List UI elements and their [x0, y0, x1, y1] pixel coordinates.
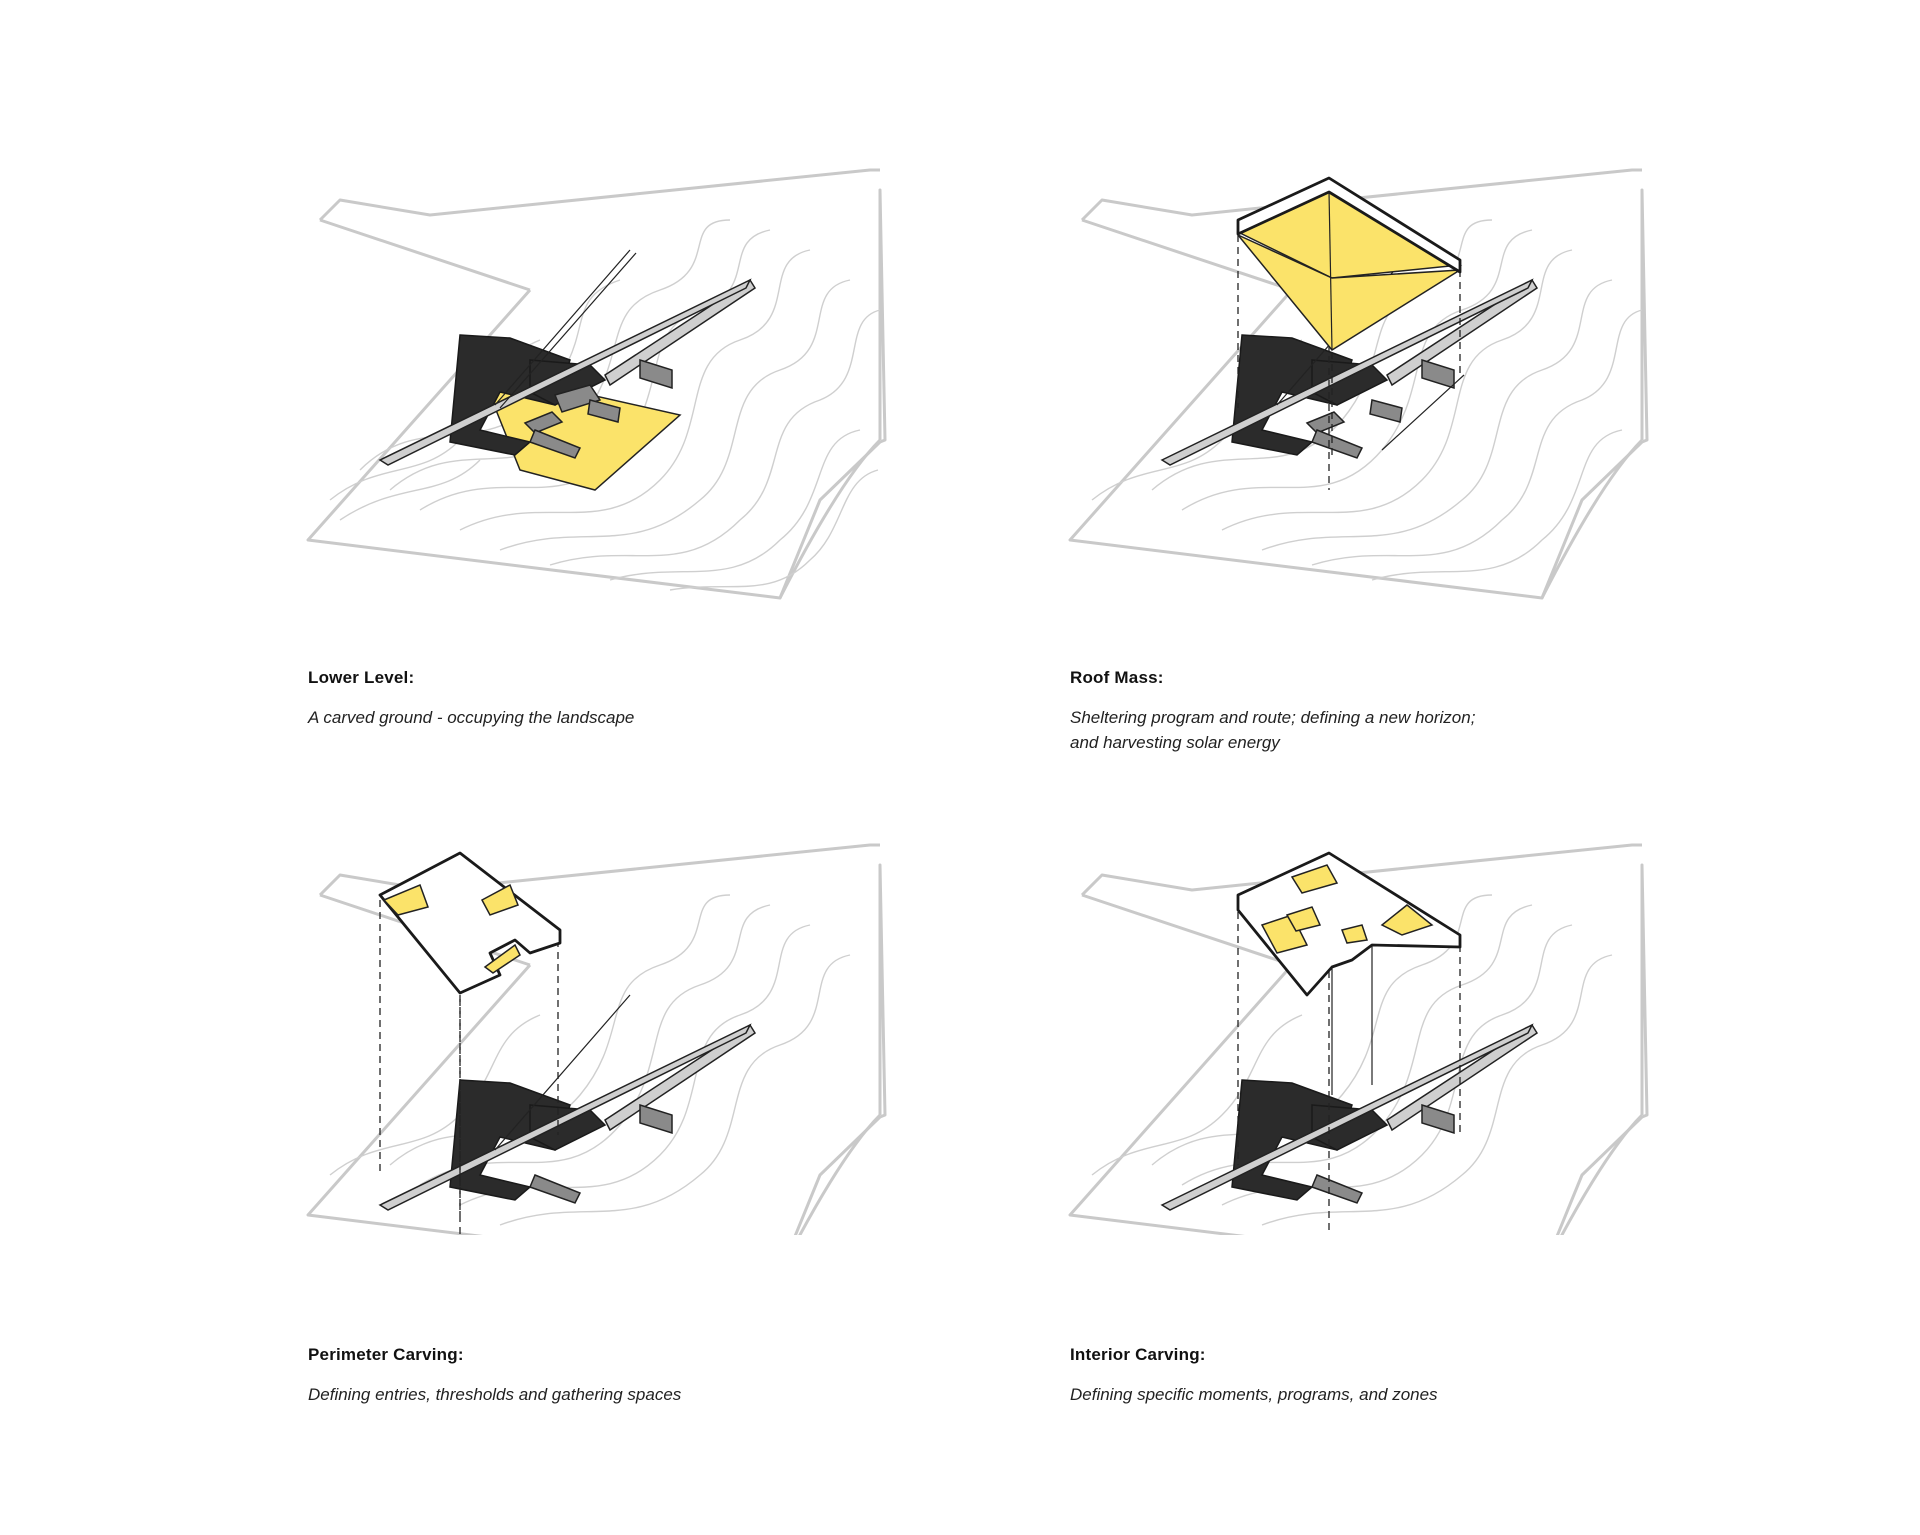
caption-interior-carving: Interior Carving: Defining specific mome…: [1070, 1345, 1590, 1407]
panel-description: Sheltering program and route; defining a…: [1070, 708, 1476, 752]
caption-lower-level: Lower Level: A carved ground - occupying…: [308, 668, 828, 730]
caption-perimeter-carving: Perimeter Carving: Defining entries, thr…: [308, 1345, 828, 1407]
lower-level-building: [1160, 249, 1539, 466]
perimeter-carving-diagram: [306, 843, 887, 1235]
caption-roof-mass: Roof Mass: Sheltering program and route;…: [1070, 668, 1590, 755]
panel-title: Perimeter Carving:: [308, 1345, 464, 1364]
panel-description: A carved ground - occupying the landscap…: [308, 708, 635, 727]
panel-interior-carving: Interior Carving: Defining specific mome…: [1062, 835, 1782, 1535]
roof-carved: [378, 851, 562, 995]
lower-level-building: [1160, 1023, 1539, 1211]
lower-level-diagram: [306, 168, 887, 600]
roof-mass-diagram: [1068, 168, 1649, 600]
panel-lower-level: Lower Level: A carved ground - occupying…: [300, 160, 1020, 860]
panel-title: Interior Carving:: [1070, 1345, 1206, 1364]
panel-title: Roof Mass:: [1070, 668, 1164, 687]
lower-level-building: [378, 249, 757, 491]
panel-roof-mass: Roof Mass: Sheltering program and route;…: [1062, 160, 1782, 860]
roof-interior-carved: [1236, 851, 1462, 997]
panel-description: Defining entries, thresholds and gatheri…: [308, 1385, 682, 1404]
panel-perimeter-carving: Perimeter Carving: Defining entries, thr…: [300, 835, 1020, 1535]
interior-carving-diagram: [1068, 843, 1649, 1235]
roof-mass: [1236, 176, 1463, 351]
panel-description: Defining specific moments, programs, and…: [1070, 1385, 1438, 1404]
site-base: [306, 843, 887, 1235]
lower-level-building: [378, 994, 757, 1211]
panel-title: Lower Level:: [308, 668, 415, 687]
